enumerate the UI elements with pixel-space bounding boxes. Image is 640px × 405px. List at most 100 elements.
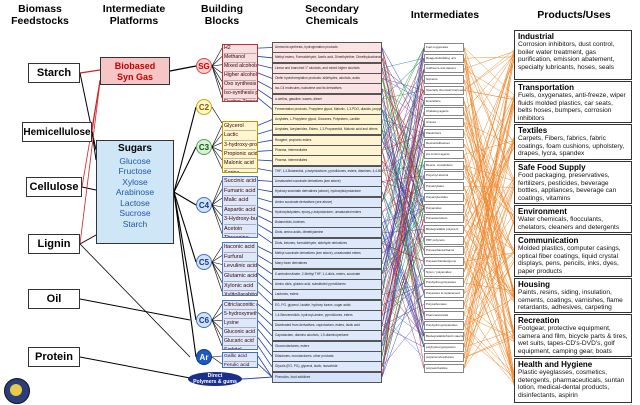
intermediate-to-product — [463, 58, 515, 262]
secondary-to-intermediate — [381, 122, 425, 275]
secondary-to-intermediate — [381, 47, 425, 131]
polymer-to-secondary — [241, 376, 273, 380]
chemical-to-secondary — [257, 273, 273, 285]
block-to-chemical — [211, 204, 223, 217]
chemical-to-secondary — [257, 180, 273, 182]
product-category-desc: Carpets, Fibers, fabrics, fabric coating… — [518, 135, 625, 158]
protein-to-polymers — [79, 356, 191, 379]
block-chemical: Fumaric acid — [224, 187, 256, 197]
product-category-title: Transportation — [518, 83, 575, 92]
secondary-to-intermediate — [381, 160, 425, 326]
building-block-c3: C3 — [196, 139, 212, 155]
secondary-to-intermediate — [381, 186, 425, 347]
chemical-to-secondary — [257, 363, 273, 378]
feedstock-oil: Oil — [28, 289, 80, 309]
feed-to-sugars — [91, 131, 97, 161]
block-to-chemical — [211, 133, 223, 148]
chemical-to-secondary — [257, 47, 273, 49]
intermediate-item: Polyacrylamides — [424, 192, 464, 202]
block-chemical: Glycerol — [224, 122, 256, 132]
intermediate-to-product — [463, 187, 515, 326]
secondary-to-intermediate — [381, 150, 425, 316]
intermediate-item: Polyvinyl alcohol — [424, 171, 464, 181]
block-chemical: Malic acid — [224, 196, 256, 206]
block-chemical: Higher alcohols — [224, 72, 257, 81]
secondary-to-intermediate — [381, 88, 425, 155]
intermediate-item: polyhydroxypolyesters — [424, 342, 464, 352]
product-category-desc: Water chemicals, flocculants, chelators,… — [518, 216, 620, 231]
chemical-to-secondary — [257, 188, 273, 193]
secondary-to-intermediate — [381, 207, 425, 378]
intermediate-item: Polyesters & replacement — [424, 289, 464, 299]
feedstock-lignin: Lignin — [28, 234, 80, 254]
sugar-item: Lactose — [120, 197, 150, 208]
intermediate-to-product — [463, 68, 515, 100]
intermediate-to-product — [463, 49, 515, 230]
chemical-to-secondary — [257, 64, 273, 69]
block-to-chemical — [211, 142, 223, 148]
block-to-chemical — [211, 261, 223, 274]
intermediate-item: Polyacrylates — [424, 182, 464, 192]
chemical-to-secondary — [257, 224, 273, 234]
intermediate-to-product — [463, 207, 515, 374]
intermediate-item: Polyhydroxypolyamides — [424, 321, 464, 331]
chemical-to-secondary — [257, 337, 273, 357]
chemical-to-secondary — [257, 129, 273, 135]
secondary-to-intermediate — [381, 98, 425, 294]
intermediate-to-product — [463, 100, 515, 225]
block-to-chemical — [211, 255, 223, 263]
intermediate-to-product — [463, 58, 515, 382]
block-to-chemical — [211, 356, 223, 365]
intermediate-to-product — [463, 261, 515, 340]
chemical-to-secondary — [257, 345, 273, 368]
intermediate-to-product — [463, 304, 515, 382]
block-chemical: Propionic acid — [224, 150, 257, 160]
secondary-to-intermediate — [381, 129, 425, 177]
feed-to-syngas — [79, 69, 101, 74]
secondary-to-intermediate — [381, 304, 425, 337]
block-to-chemical — [211, 65, 223, 90]
intermediate-to-product — [463, 334, 515, 359]
block-to-chemical — [211, 312, 223, 321]
intermediate-to-product — [463, 165, 515, 331]
intermediate-to-product — [463, 325, 515, 374]
secondary-to-intermediate — [381, 191, 425, 294]
product-category-desc: Fuels, oxygenates, anti-freeze, wiper fl… — [518, 92, 626, 122]
chemical-to-secondary — [257, 312, 273, 326]
secondary-to-intermediate — [381, 160, 425, 209]
intermediate-item: Polysaccharides/gums — [424, 257, 464, 266]
intermediate-to-product — [463, 186, 515, 298]
product-category-title: Communication — [518, 236, 579, 245]
block-chemical: Mixed alcohols — [224, 63, 257, 72]
intermediate-to-product — [463, 154, 515, 290]
secondary-to-intermediate — [381, 143, 425, 326]
building-block-c6: C6 — [196, 312, 212, 328]
intermediate-to-product — [463, 99, 515, 209]
block-to-chemical — [211, 261, 223, 265]
secondary-to-intermediate — [381, 79, 425, 378]
block-to-chemical — [211, 246, 223, 263]
sugar-item: Arabinose — [115, 187, 155, 197]
block-to-chemical — [211, 146, 223, 169]
intermediate-to-product — [463, 95, 515, 198]
intermediate-item: Solvents — [424, 75, 464, 85]
sugar-item: Fructose — [118, 166, 152, 176]
block-chemical: Itaconic acid — [224, 243, 256, 253]
intermediate-to-product — [463, 298, 515, 326]
sugars-title: Sugars — [118, 143, 152, 154]
secondary-to-intermediate — [381, 68, 425, 203]
sugar-item: Sucrose — [119, 208, 151, 218]
block-chemical: Gallic acid — [224, 353, 256, 362]
intermediate-to-product — [463, 337, 515, 359]
intermediate-item: Reagents/building unit — [424, 53, 464, 63]
intermediate-to-product — [463, 250, 515, 385]
intermediate-to-product — [463, 182, 515, 305]
block-to-chemical — [211, 106, 223, 124]
intermediate-to-product — [463, 218, 515, 299]
platform-syngas: Biobased Syn Gas — [100, 57, 170, 85]
secondary-to-intermediate — [381, 78, 425, 102]
